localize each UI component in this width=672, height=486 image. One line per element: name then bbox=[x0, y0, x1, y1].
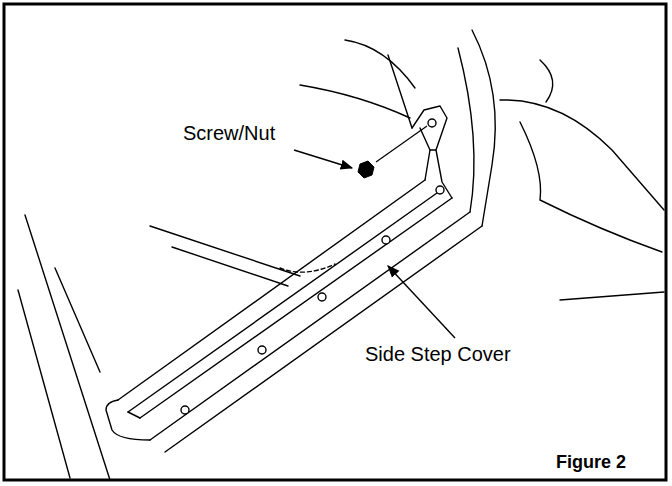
figure-number: Figure 2 bbox=[556, 452, 626, 473]
vehicle-body bbox=[18, 30, 664, 480]
leader-line bbox=[294, 150, 352, 168]
screw-nut bbox=[358, 161, 374, 178]
part-label: Screw/Nut bbox=[183, 122, 275, 145]
part-label: Side Step Cover bbox=[365, 343, 511, 366]
screw-holes bbox=[181, 119, 444, 414]
figure-border bbox=[4, 4, 666, 480]
leader-line bbox=[388, 266, 455, 338]
install-line bbox=[376, 126, 427, 162]
